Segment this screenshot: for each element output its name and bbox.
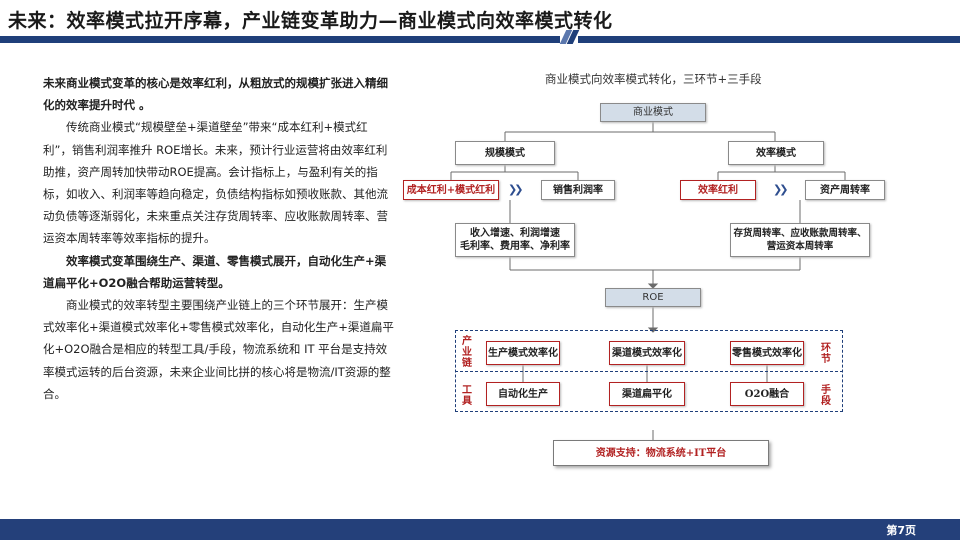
label-links: 环节	[821, 343, 831, 365]
box-asset-turnover: 资产周转率	[805, 180, 885, 200]
scale-metrics-line2: 毛利率、费用率、净利率	[460, 241, 570, 252]
chevron-right-icon: ❯❯	[508, 183, 524, 196]
box-retail-efficiency: 零售模式效率化	[730, 341, 804, 365]
label-means: 手段	[821, 385, 831, 407]
label-industry-chain: 产业链	[462, 336, 472, 369]
box-efficiency-model: 效率模式	[728, 141, 824, 165]
footer-bar	[0, 519, 960, 540]
box-business-model: 商业模式	[600, 103, 706, 122]
title-underline	[0, 36, 960, 43]
box-production-efficiency: 生产模式效率化	[486, 341, 560, 365]
page-title: 未来：效率模式拉开序幕，产业链变革助力—商业模式向效率模式转化	[8, 10, 613, 32]
box-roe: ROE	[605, 288, 701, 307]
efficiency-metrics-line2: 营运资本周转率	[766, 241, 834, 252]
chain-divider	[455, 371, 843, 372]
label-tools: 工具	[462, 385, 472, 407]
box-efficiency-metrics: 存货周转率、应收账款周转率、 营运资本周转率	[730, 223, 870, 257]
box-automated-production: 自动化生产	[486, 382, 560, 406]
box-sales-margin: 销售利润率	[541, 180, 615, 200]
chevron-right-icon: ❯❯	[773, 183, 789, 196]
paragraph-chain: 商业模式的效率转型主要围绕产业链上的三个环节展开：生产模式效率化+渠道模式效率化…	[43, 298, 394, 401]
paragraph-efficiency: 效率模式变革围绕生产、渠道、零售模式展开，自动化生产+渠道扁平化+O2O融合帮助…	[43, 253, 387, 290]
box-scale-metrics: 收入增速、利润增速 毛利率、费用率、净利率	[455, 223, 575, 257]
efficiency-metrics-line1: 存货周转率、应收账款周转率、	[733, 228, 867, 239]
box-cost-dividend: 成本红利+模式红利	[403, 180, 499, 200]
box-resource-support: 资源支持：物流系统+IT平台	[553, 440, 769, 466]
page-number: 第7页	[886, 524, 916, 537]
diagram-title: 商业模式向效率模式转化，三环节+三手段	[545, 72, 762, 86]
paragraph-core: 未来商业模式变革的核心是效率红利，从粗放式的规模扩张进入精细化的效率提升时代 。	[43, 76, 388, 113]
paragraph-traditional: 传统商业模式“规模壁垒+渠道壁垒”带来“成本红利+模式红利”，销售利润率推升 R…	[43, 120, 388, 246]
body-text: 未来商业模式变革的核心是效率红利，从粗放式的规模扩张进入精细化的效率提升时代 。…	[43, 72, 395, 405]
box-channel-efficiency: 渠道模式效率化	[609, 341, 685, 365]
box-o2o-integration: O2O融合	[730, 382, 804, 406]
scale-metrics-line1: 收入增速、利润增速	[470, 228, 560, 239]
box-scale-model: 规模模式	[455, 141, 555, 165]
box-channel-flattening: 渠道扁平化	[609, 382, 685, 406]
box-efficiency-dividend: 效率红利	[680, 180, 756, 200]
